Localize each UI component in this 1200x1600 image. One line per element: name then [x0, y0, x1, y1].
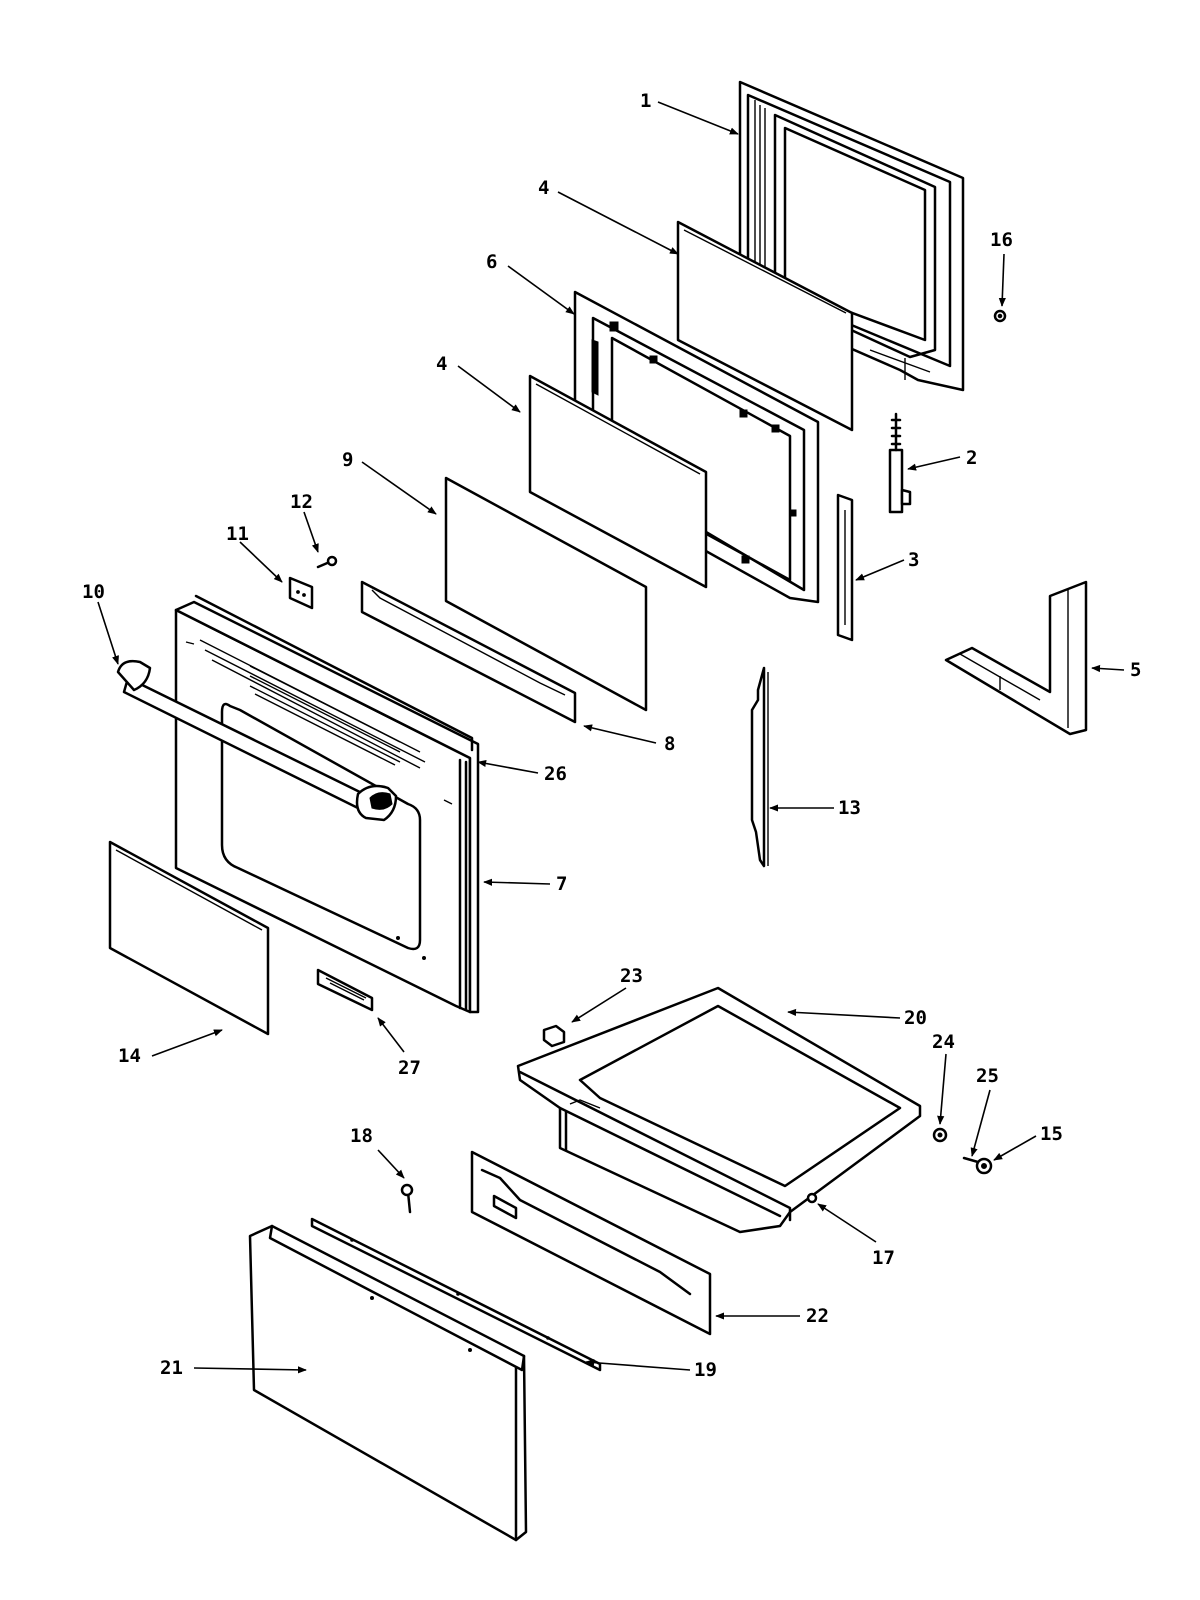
callout-24: 24	[932, 1031, 955, 1053]
callout-6: 6	[486, 251, 497, 273]
callout-18: 18	[350, 1125, 373, 1147]
callout-14: 14	[118, 1045, 141, 1067]
part-badge	[316, 968, 374, 1012]
part-side-trim	[944, 580, 1088, 736]
callout-25: 25	[976, 1065, 999, 1087]
part-latch-bracket	[750, 666, 769, 868]
part-bumper	[542, 1024, 566, 1048]
callout-11: 11	[226, 523, 249, 545]
callout-9: 9	[342, 449, 353, 471]
part-screw-12	[316, 555, 338, 569]
callout-3: 3	[908, 549, 919, 571]
part-outer-door	[174, 600, 480, 1014]
part-door-handle	[116, 659, 398, 822]
part-hinge	[888, 412, 912, 514]
callout-19: 19	[694, 1359, 717, 1381]
part-panel-14	[108, 840, 270, 1036]
callout-21: 21	[160, 1357, 183, 1379]
part-door-seal	[194, 594, 474, 752]
leader-lines	[97, 101, 1125, 1374]
callout-1: 1	[640, 90, 651, 112]
part-screw-17	[806, 1192, 818, 1204]
callout-22: 22	[806, 1305, 829, 1327]
callout-12: 12	[290, 491, 313, 513]
part-stud-25	[962, 1156, 980, 1164]
callout-4-upper: 4	[538, 177, 549, 199]
part-knob-15	[975, 1157, 993, 1175]
part-screw-18	[400, 1183, 414, 1214]
part-hinge-channel	[836, 493, 854, 642]
part-drawer-rail	[310, 1217, 602, 1372]
callout-10: 10	[82, 581, 105, 603]
part-nut-24	[932, 1127, 948, 1143]
part-drawer-pan	[516, 986, 922, 1234]
part-glass-panel-upper	[676, 220, 854, 432]
callout-16: 16	[990, 229, 1013, 251]
callout-4-lower: 4	[436, 353, 447, 375]
callout-20: 20	[904, 1007, 927, 1029]
part-bracket-small	[288, 576, 314, 610]
callout-5: 5	[1130, 659, 1141, 681]
callout-13: 13	[838, 797, 861, 819]
callout-26: 26	[544, 763, 567, 785]
part-glass-strip	[360, 580, 577, 724]
callout-27: 27	[398, 1057, 421, 1079]
callout-labels: 1 4 6 4 9 11 12 10 2 3 5 8 26 13 7 16 23…	[82, 90, 1141, 1381]
callout-7: 7	[556, 873, 567, 895]
part-drawer-inner-panel	[470, 1150, 712, 1336]
callout-17: 17	[872, 1247, 895, 1269]
callout-2: 2	[966, 447, 977, 469]
callout-23: 23	[620, 965, 643, 987]
part-drawer-front	[248, 1224, 528, 1542]
callout-15: 15	[1040, 1123, 1063, 1145]
part-glass-panel-lower	[528, 374, 708, 589]
part-nut-16	[993, 309, 1007, 323]
part-outer-glass	[444, 476, 648, 712]
callout-8: 8	[664, 733, 675, 755]
